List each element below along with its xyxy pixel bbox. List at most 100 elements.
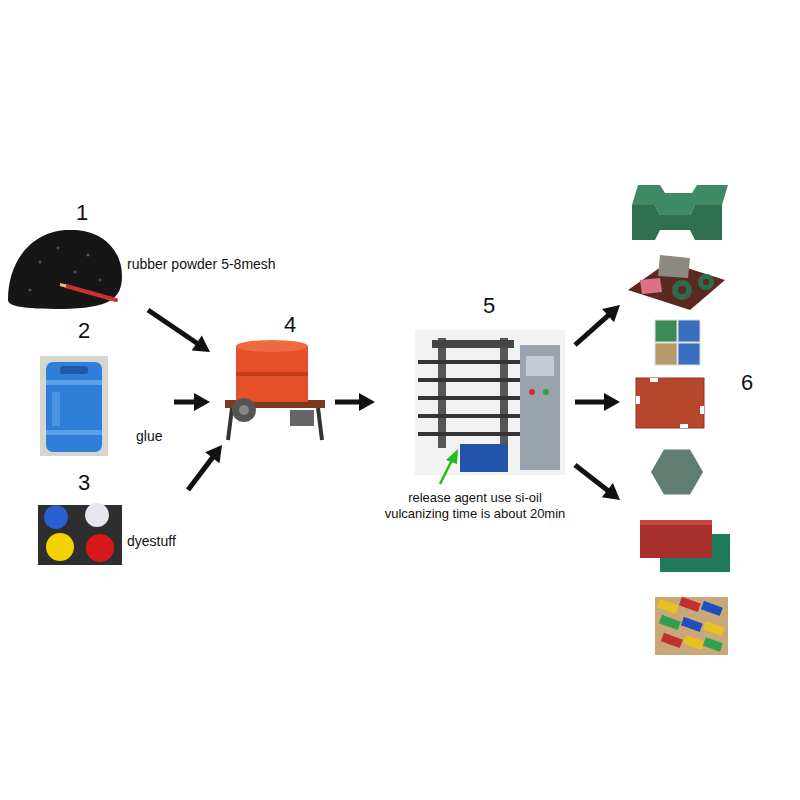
brick-pavers (681, 617, 703, 632)
pointer-arrow (440, 449, 458, 484)
item-label: dyestuff (127, 533, 176, 550)
brick-pavers (703, 621, 725, 636)
vulcanizing-press (529, 389, 535, 395)
rubber-mat-set (658, 255, 690, 278)
brick-pavers (661, 633, 683, 648)
flow-arrow-line (148, 310, 199, 345)
glue-drum-photo (46, 430, 102, 435)
vulcanizing-press (432, 340, 514, 348)
arrow-head (205, 445, 222, 463)
mixer-machine (236, 346, 308, 402)
color-tiles (678, 320, 700, 342)
dyestuff-photo (85, 503, 109, 527)
color-tiles (678, 343, 700, 365)
rubber-mat-set (698, 274, 714, 290)
callout-number: 2 (78, 318, 90, 344)
rubber-powder-photo (8, 230, 122, 309)
mixer-machine (228, 408, 232, 440)
puzzle-tile (636, 396, 640, 404)
input-item: 3 dyestuff (36, 468, 188, 568)
rubber-powder-photo (57, 247, 60, 250)
input-item: 2 glue (38, 318, 174, 458)
rubber-mat-set (640, 278, 662, 294)
mixer-machine (318, 408, 322, 440)
vulcanizing-press (418, 396, 520, 400)
vulcanizing-press (438, 338, 446, 448)
glue-drum-photo (60, 366, 88, 374)
rubber-mat-set (628, 255, 725, 310)
callout-number: 1 (76, 200, 88, 226)
dyestuff-photo (86, 534, 114, 562)
arrow-head (602, 305, 620, 322)
flow-arrow-line (188, 455, 214, 490)
pointer-arrow (440, 460, 452, 484)
puzzle-tile (636, 378, 704, 428)
pointer-arrow (446, 449, 458, 464)
vulcanizing-press (415, 330, 565, 475)
brick-pavers (703, 637, 723, 652)
mixer-machine (236, 372, 308, 376)
vulcanizing-press (500, 338, 508, 448)
flow-arrow-line (575, 400, 607, 405)
callout-number: 6 (741, 370, 753, 396)
flow-arrow (575, 393, 620, 411)
mixer-machine (239, 405, 249, 415)
flow-arrow-line (575, 314, 610, 345)
square-tiles (640, 520, 712, 525)
mixer-machine (232, 398, 256, 422)
puzzle-tile (700, 406, 704, 414)
rubber-powder-photo (39, 261, 42, 264)
callout-number: 3 (78, 470, 90, 496)
process-note: release agent use si-oil vulcanizing tim… (380, 490, 570, 521)
glue-drum-photo (46, 380, 102, 385)
vulcanizing-press (526, 356, 554, 376)
input-item: 1 rubber powder 5-8mesh (0, 195, 282, 310)
mixer-machine (290, 410, 314, 426)
hexagon-tile (651, 450, 703, 495)
product-group: 6 (620, 175, 765, 665)
flow-arrow (188, 445, 222, 490)
rubber-powder-photo (99, 279, 102, 282)
color-tiles (655, 343, 677, 365)
brick-pavers (655, 597, 728, 655)
vulcanizing-press (418, 414, 520, 418)
rubber-powder-photo (87, 254, 90, 257)
dyestuff-photo (38, 503, 122, 565)
vulcanizing-press (543, 389, 549, 395)
mixer-machine (236, 340, 308, 352)
dyestuff-photo (44, 505, 68, 529)
callout-number: 5 (483, 293, 495, 319)
hexagon-tile (651, 450, 703, 495)
rubber-powder-photo (29, 289, 32, 292)
square-tiles (640, 520, 730, 572)
item-label: rubber powder 5-8mesh (127, 256, 276, 273)
arrow-head (192, 336, 210, 352)
arrow-head (602, 483, 620, 500)
rubber-powder-photo (74, 271, 77, 274)
rubber-powder-photo (60, 285, 66, 287)
rubber-mat-set (678, 286, 686, 294)
flow-arrow (575, 465, 620, 500)
puzzle-tile (650, 378, 658, 382)
dyestuff-photo (38, 505, 122, 565)
arrow-head (604, 393, 620, 411)
color-tiles (655, 320, 700, 365)
flow-arrow (148, 310, 210, 352)
dog-bone-paver (632, 205, 722, 240)
mixer-item: 4 (210, 312, 335, 445)
square-tiles (640, 520, 712, 558)
glue-drum-photo (52, 392, 60, 426)
glue-drum-photo (40, 356, 108, 456)
arrow-head (359, 393, 375, 411)
vulcanizing-press (415, 330, 565, 475)
color-tiles (655, 320, 677, 342)
press-item: 5 release agent use si-oil vulcanizing ti… (375, 290, 575, 532)
dog-bone-paver (632, 185, 728, 240)
item-label: glue (136, 428, 162, 445)
rubber-mat-set (672, 280, 692, 300)
flow-arrow-line (335, 400, 362, 405)
dyestuff-photo (46, 533, 74, 561)
